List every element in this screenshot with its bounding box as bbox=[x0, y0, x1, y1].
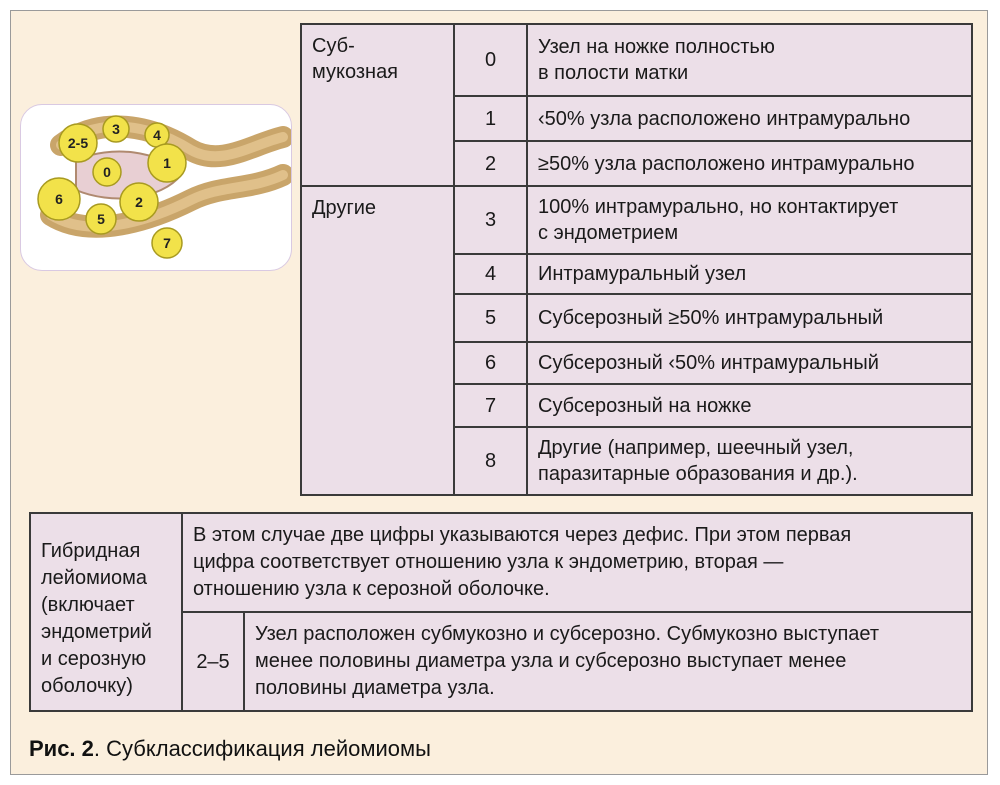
node-label: 0 bbox=[103, 164, 111, 180]
type-description: Узел на ножке полностью в полости матки bbox=[526, 23, 973, 97]
type-number: 1 bbox=[453, 95, 528, 142]
node-circle bbox=[85, 203, 117, 235]
node-circle bbox=[119, 182, 159, 222]
node-label: 7 bbox=[163, 235, 171, 251]
group-name: Суб- мукозная bbox=[300, 23, 455, 187]
type-number: 6 bbox=[453, 341, 528, 385]
caption-text: . Субклассификация лейомиомы bbox=[93, 736, 431, 761]
type-number: 7 bbox=[453, 383, 528, 428]
type-number: 0 bbox=[453, 23, 528, 97]
hybrid-table: Гибридная лейомиома (включает эндометрий… bbox=[29, 512, 973, 712]
uterus-diagram: 2-5 3 4 0 1 6 2 5 7 bbox=[37, 115, 291, 259]
type-description: Интрамуральный узел bbox=[526, 253, 973, 295]
node-circle bbox=[37, 177, 81, 221]
type-number: 2 bbox=[453, 140, 528, 187]
node-circle bbox=[58, 123, 98, 163]
node-circle bbox=[102, 115, 130, 143]
node-label: 3 bbox=[112, 121, 120, 137]
type-description: Другие (например, шеечный узел, паразита… bbox=[526, 426, 973, 496]
type-description: Субсерозный на ножке bbox=[526, 383, 973, 428]
hybrid-example-number: 2–5 bbox=[181, 611, 245, 712]
hybrid-label: Гибридная лейомиома (включает эндометрий… bbox=[29, 512, 183, 712]
leiomyoma-nodes: 2-5 3 4 0 1 6 2 5 7 bbox=[37, 115, 187, 259]
hybrid-example-description: Узел расположен субмукозно и субсерозно.… bbox=[243, 611, 973, 712]
hybrid-description: В этом случае две цифры указываются чере… bbox=[181, 512, 973, 613]
type-description: 100% интрамурально, но контактирует с эн… bbox=[526, 185, 973, 255]
node-label: 5 bbox=[97, 211, 105, 227]
uterus-illustration: 2-5 3 4 0 1 6 2 5 7 bbox=[20, 104, 292, 271]
figure-caption: Рис. 2. Субклассификация лейомиомы bbox=[29, 735, 431, 763]
type-description: ‹50% узла расположено интрамурально bbox=[526, 95, 973, 142]
type-number: 8 bbox=[453, 426, 528, 496]
node-label: 6 bbox=[55, 191, 63, 207]
node-circle bbox=[147, 143, 187, 183]
type-number: 4 bbox=[453, 253, 528, 295]
classification-row: 1‹50% узла расположено интрамурально bbox=[301, 95, 973, 142]
node-label: 2-5 bbox=[68, 135, 88, 151]
node-label: 4 bbox=[153, 127, 161, 143]
type-description: Субсерозный ≥50% интрамуральный bbox=[526, 293, 973, 343]
node-circle bbox=[151, 227, 183, 259]
type-description: ≥50% узла расположено интрамурально bbox=[526, 140, 973, 187]
node-label: 1 bbox=[163, 155, 171, 171]
type-description: Субсерозный ‹50% интрамуральный bbox=[526, 341, 973, 385]
node-label: 2 bbox=[135, 194, 143, 210]
caption-label: Рис. 2 bbox=[29, 736, 94, 761]
group-name: Другие bbox=[300, 185, 455, 496]
node-circle bbox=[92, 157, 122, 187]
classification-row: 2≥50% узла расположено интрамурально bbox=[301, 140, 973, 187]
type-number: 3 bbox=[453, 185, 528, 255]
type-number: 5 bbox=[453, 293, 528, 343]
